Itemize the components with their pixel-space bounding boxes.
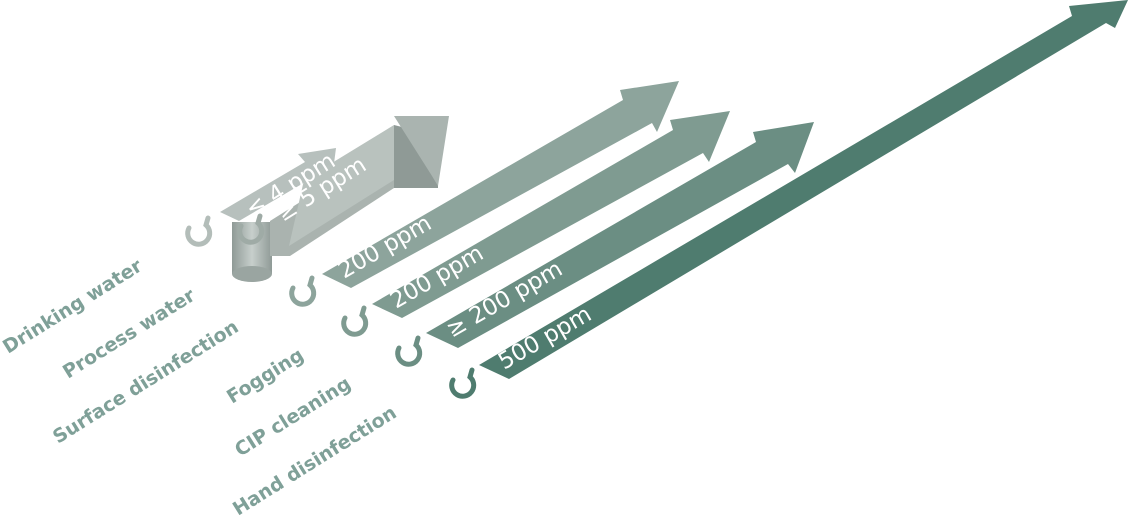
drop-icon (185, 215, 213, 247)
fogging-arrow (372, 111, 730, 318)
drop-icon (341, 305, 369, 337)
label-fogging: Fogging (223, 344, 308, 408)
drop-icon (237, 213, 265, 245)
drop-icon (395, 335, 423, 367)
cip-cleaning-arrow (426, 122, 814, 348)
surface-disinfection-arrow (322, 81, 679, 288)
block-head (394, 116, 449, 186)
block-top (289, 125, 394, 246)
hand-disinfection-arrow (479, 0, 1128, 379)
drop-icon (289, 275, 317, 307)
drinking-water-arrow-shape (220, 148, 336, 221)
drop-icon (449, 367, 477, 399)
label-hand-disinfection: Hand disinfection (229, 402, 401, 518)
process-water-arrow (270, 116, 449, 256)
pipe-bottom (232, 266, 272, 282)
drinking-water-arrow (220, 148, 336, 282)
